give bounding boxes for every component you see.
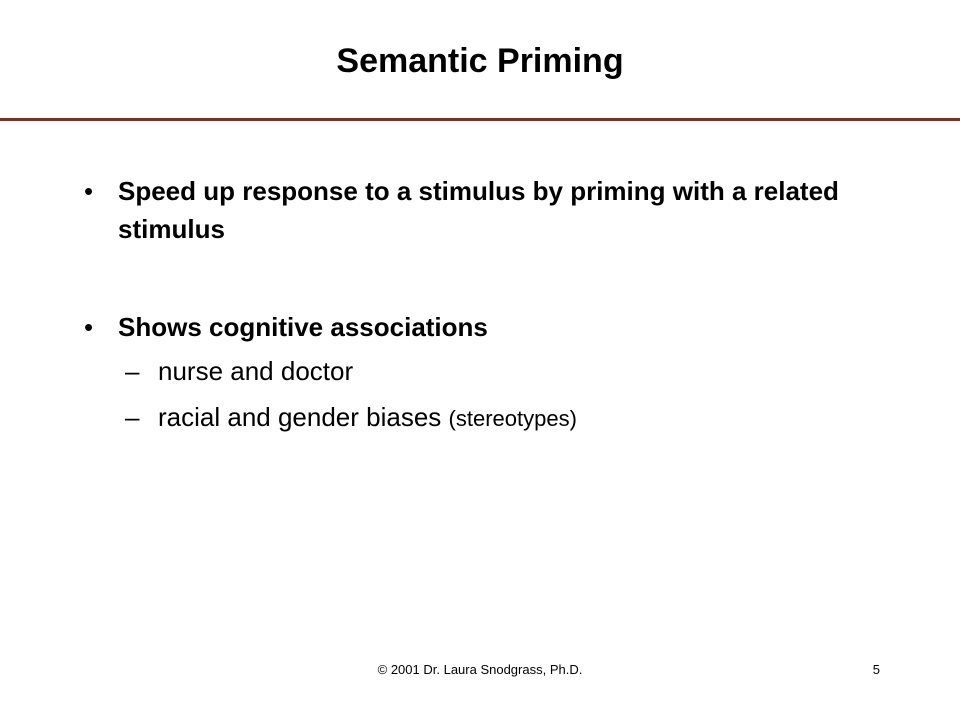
sub-bullet-text: racial and gender biases (stereotypes) <box>158 398 885 438</box>
sub-bullet-text: nurse and doctor <box>158 352 885 390</box>
bullet-marker: • <box>84 176 94 206</box>
sub-bullet-main-text: racial and gender biases <box>158 402 442 432</box>
title-divider <box>0 118 960 121</box>
bullet-item: • Speed up response to a stimulus by pri… <box>84 172 884 248</box>
bullet-item: • Shows cognitive associations <box>84 308 884 346</box>
sub-bullet-item: – racial and gender biases (stereotypes) <box>125 398 885 438</box>
sub-bullet-marker: – <box>125 402 140 432</box>
sub-bullet-marker: – <box>125 356 140 386</box>
bullet-marker: • <box>84 312 94 342</box>
bullet-text: Speed up response to a stimulus by primi… <box>118 176 839 244</box>
bullet-text: Shows cognitive associations <box>118 312 488 342</box>
sub-bullet-note: (stereotypes) <box>448 406 577 431</box>
sub-bullet-main-text: nurse and doctor <box>158 356 354 386</box>
slide-title: Semantic Priming <box>336 42 624 80</box>
page-number: 5 <box>872 662 880 677</box>
footer-copyright: © 2001 Dr. Laura Snodgrass, Ph.D. <box>377 662 583 677</box>
sub-bullet-item: – nurse and doctor <box>125 352 885 390</box>
